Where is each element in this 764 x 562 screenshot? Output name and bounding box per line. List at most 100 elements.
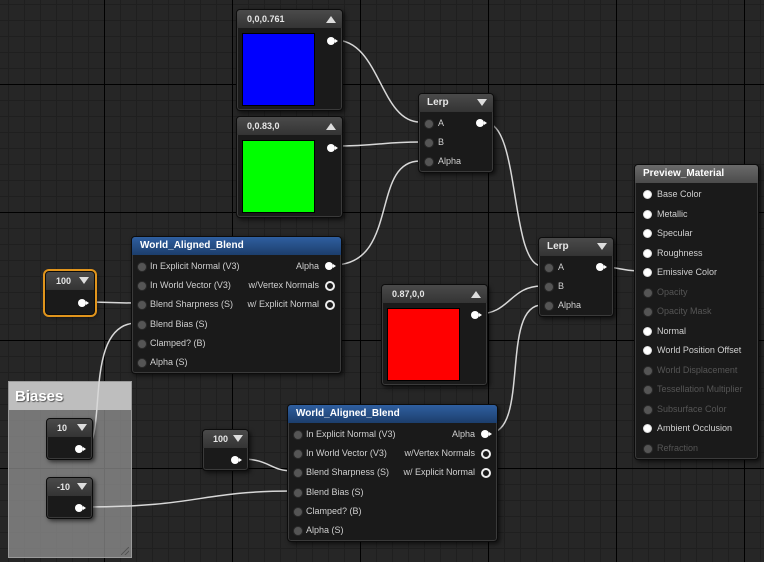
collapse-arrow-icon[interactable]: [233, 435, 243, 442]
constant-node-green[interactable]: 0,0.83,0: [236, 116, 343, 218]
pin-label: Blend Bias (S): [150, 319, 208, 329]
scalar-node-100[interactable]: 100: [202, 429, 249, 471]
input-pin-explicit-normal[interactable]: [137, 262, 147, 272]
input-pin-b[interactable]: [544, 282, 554, 292]
lerp-node-2[interactable]: Lerp A B Alpha: [538, 237, 614, 317]
pin-label: Clamped? (B): [150, 338, 206, 348]
node-title: World_Aligned_Blend: [132, 237, 341, 255]
node-title: -10: [47, 478, 92, 496]
pin-label: Blend Sharpness (S): [150, 299, 234, 309]
input-pin-blend-sharpness[interactable]: [293, 468, 303, 478]
collapse-arrow-icon[interactable]: [79, 277, 89, 284]
output-pin[interactable]: [75, 445, 86, 453]
output-pin[interactable]: [231, 456, 242, 464]
material-input-label: Roughness: [657, 247, 703, 258]
output-pin-explicit-normal[interactable]: [481, 468, 491, 478]
output-pin[interactable]: [476, 119, 487, 127]
input-pin-b[interactable]: [424, 138, 434, 148]
output-pin-alpha[interactable]: [481, 430, 492, 438]
input-pin-alpha[interactable]: [137, 358, 147, 368]
output-pin-vertex-normals[interactable]: [325, 281, 335, 291]
material-input-label: Subsurface Color: [657, 403, 727, 414]
color-swatch-blue: [242, 33, 315, 106]
input-pin-a[interactable]: [544, 263, 554, 273]
material-input-pin[interactable]: [643, 248, 652, 258]
material-input-pin[interactable]: [643, 209, 652, 219]
input-pin-a[interactable]: [424, 119, 434, 129]
scalar-node-100-selected[interactable]: 100: [45, 271, 95, 315]
pin-label: Clamped? (B): [306, 506, 362, 516]
pin-label: Alpha (S): [306, 525, 344, 535]
material-input-label: Base Color: [657, 189, 702, 199]
world-aligned-blend-node-2[interactable]: World_Aligned_Blend In Explicit Normal (…: [287, 404, 498, 542]
constant-node-red[interactable]: 0.87,0,0: [381, 284, 488, 386]
output-pin[interactable]: [78, 299, 89, 307]
input-pin-explicit-normal[interactable]: [293, 430, 303, 440]
collapse-arrow-icon[interactable]: [471, 291, 481, 298]
pin-label: w/ Explicit Normal: [247, 299, 319, 309]
pin-label: Alpha: [438, 156, 462, 166]
output-pin[interactable]: [471, 311, 482, 319]
comment-box-biases[interactable]: Biases: [8, 381, 132, 558]
pin-label: Blend Bias (S): [306, 487, 364, 497]
collapse-arrow-icon[interactable]: [326, 123, 336, 130]
input-pin-blend-sharpness[interactable]: [137, 300, 147, 310]
output-pin[interactable]: [327, 144, 338, 152]
material-input-label: Specular: [657, 228, 693, 238]
comment-title[interactable]: Biases: [9, 382, 131, 410]
material-input-pin[interactable]: [643, 346, 652, 355]
pin-label: w/Vertex Normals: [248, 280, 319, 290]
material-input-pin[interactable]: [643, 424, 652, 433]
material-input-label: Normal: [657, 325, 687, 336]
material-input-pin[interactable]: [643, 229, 652, 238]
node-title: 0,0.83,0: [237, 117, 342, 135]
input-pin-world-vector[interactable]: [293, 449, 303, 459]
input-pin-alpha[interactable]: [293, 526, 303, 536]
collapse-arrow-icon[interactable]: [77, 424, 87, 431]
output-pin[interactable]: [596, 263, 607, 271]
scalar-node-10[interactable]: 10: [46, 418, 93, 460]
input-pin-alpha[interactable]: [544, 301, 554, 311]
node-title: 100: [203, 430, 248, 448]
output-pin-explicit-normal[interactable]: [325, 300, 335, 310]
pin-label: A: [558, 262, 565, 272]
node-title: Preview_Material: [635, 165, 758, 183]
output-pin[interactable]: [75, 504, 86, 512]
input-pin-clamped[interactable]: [293, 507, 303, 517]
collapse-arrow-icon[interactable]: [597, 243, 607, 250]
world-aligned-blend-node-1[interactable]: World_Aligned_Blend In Explicit Normal (…: [131, 236, 342, 374]
material-input-pin: [643, 287, 653, 298]
node-title: 0,0,0.761: [237, 10, 342, 28]
collapse-arrow-icon[interactable]: [477, 99, 487, 106]
node-title: Lerp: [539, 238, 613, 256]
output-pin-alpha[interactable]: [325, 262, 336, 270]
pin-label: w/Vertex Normals: [404, 448, 475, 458]
material-input-label: Opacity: [657, 286, 688, 297]
pin-label: Blend Sharpness (S): [306, 467, 390, 477]
material-input-label: World Position Offset: [657, 345, 742, 355]
input-pin-alpha[interactable]: [424, 157, 434, 167]
output-pin-vertex-normals[interactable]: [481, 449, 491, 459]
input-pin-clamped[interactable]: [137, 339, 147, 349]
material-input-pin[interactable]: [643, 326, 652, 336]
color-swatch-red: [387, 308, 460, 381]
constant-node-blue[interactable]: 0,0,0.761: [236, 9, 343, 111]
pin-label: A: [438, 118, 445, 128]
pin-label: In World Vector (V3): [306, 448, 387, 458]
input-pin-world-vector[interactable]: [137, 281, 147, 291]
material-input-pin[interactable]: [643, 268, 652, 277]
pin-label: Alpha (S): [150, 357, 188, 367]
material-input-pin[interactable]: [643, 190, 652, 199]
input-pin-blend-bias[interactable]: [137, 320, 147, 330]
collapse-arrow-icon[interactable]: [77, 483, 87, 490]
input-pin-blend-bias[interactable]: [293, 488, 303, 498]
material-input-label: Refraction: [657, 442, 699, 453]
scalar-node-neg10[interactable]: -10: [46, 477, 93, 519]
lerp-node-1[interactable]: Lerp A B Alpha: [418, 93, 494, 173]
pin-label: Alpha: [295, 261, 319, 271]
resize-grip-icon[interactable]: [121, 547, 129, 555]
material-input-label: Emissive Color: [657, 267, 718, 277]
output-pin[interactable]: [327, 37, 338, 45]
collapse-arrow-icon[interactable]: [326, 16, 336, 23]
